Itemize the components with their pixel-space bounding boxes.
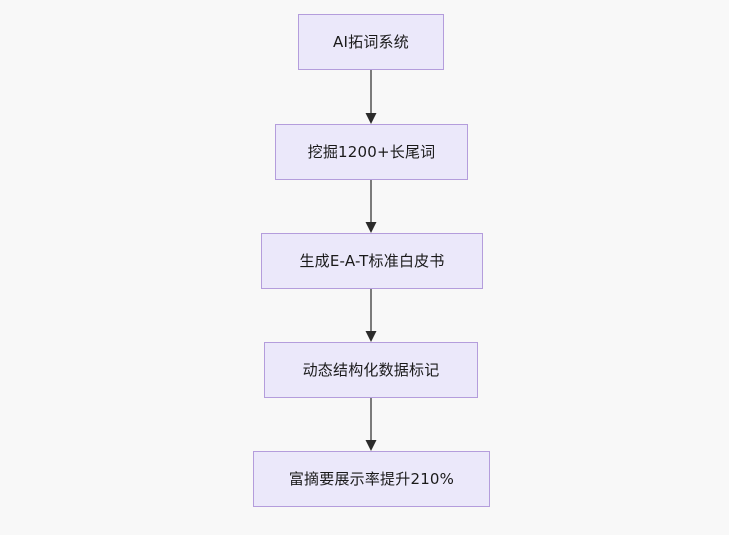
flow-node-label: 动态结构化数据标记 bbox=[302, 360, 440, 379]
flow-node-generate-eat-whitepaper[interactable]: 生成E-A-T标准白皮书 bbox=[261, 233, 483, 289]
arrowhead-icon bbox=[365, 331, 377, 342]
flow-node-label: 生成E-A-T标准白皮书 bbox=[299, 251, 445, 270]
flow-node-ai-keyword-system[interactable]: AI拓词系统 bbox=[298, 14, 444, 70]
arrowhead-icon bbox=[365, 440, 377, 451]
flow-node-label: 挖掘1200+长尾词 bbox=[307, 142, 436, 161]
edge-node2-to-node3 bbox=[365, 180, 377, 233]
edge-node3-to-node4 bbox=[365, 289, 377, 342]
edge-node4-to-node5 bbox=[365, 398, 377, 451]
flow-node-rich-snippet-impression-lift[interactable]: 富摘要展示率提升210% bbox=[253, 451, 490, 507]
arrowhead-icon bbox=[365, 113, 377, 124]
flow-node-label: AI拓词系统 bbox=[333, 32, 409, 51]
arrowhead-icon bbox=[365, 222, 377, 233]
flow-node-label: 富摘要展示率提升210% bbox=[288, 469, 455, 488]
flow-node-dynamic-structured-data-markup[interactable]: 动态结构化数据标记 bbox=[264, 342, 478, 398]
flow-node-mine-longtail-keywords[interactable]: 挖掘1200+长尾词 bbox=[275, 124, 468, 180]
edge-node1-to-node2 bbox=[365, 70, 377, 124]
